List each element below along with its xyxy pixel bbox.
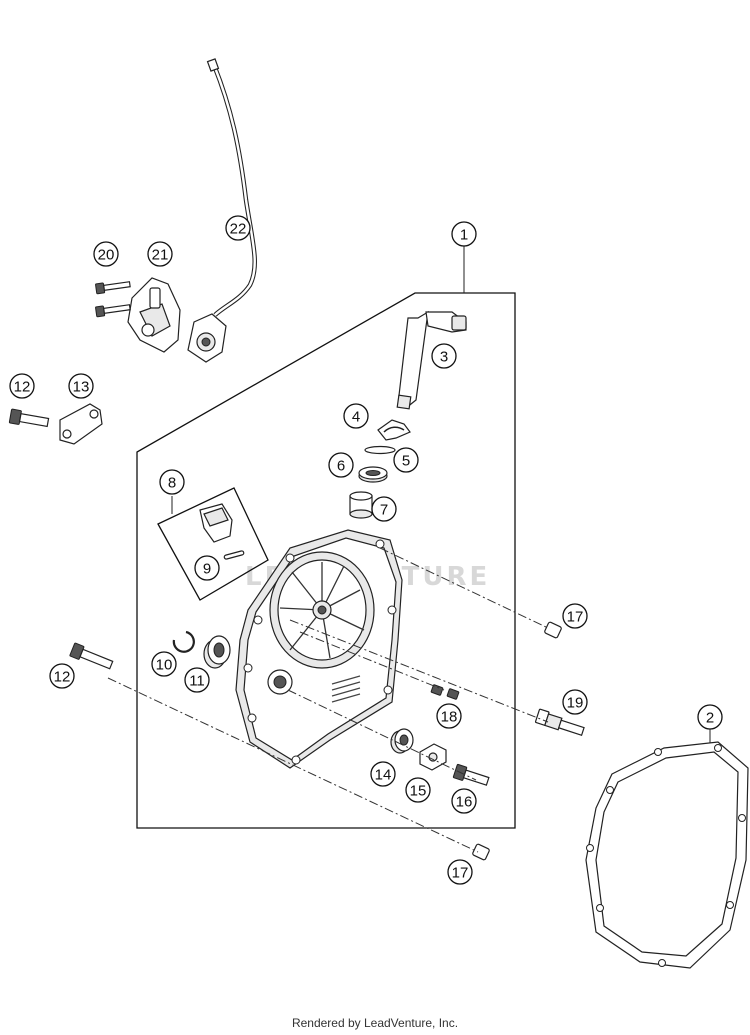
dowel-pin-lower	[472, 843, 490, 861]
callout-20: 20	[93, 241, 119, 267]
spring	[377, 419, 411, 441]
callout-5: 5	[393, 447, 419, 473]
washer	[364, 445, 396, 455]
callout-14: 14	[370, 761, 396, 787]
svg-text:13: 13	[73, 379, 90, 396]
callout-22: 22	[225, 215, 251, 241]
callout-2: 2	[697, 704, 723, 730]
callout-7: 7	[371, 496, 397, 522]
callout-11: 11	[184, 667, 210, 693]
svg-text:7: 7	[380, 502, 388, 519]
svg-text:18: 18	[441, 709, 458, 726]
sensor-unit	[187, 313, 227, 363]
callout-1: 1	[451, 221, 477, 247]
screw-pair	[95, 281, 131, 318]
callout-19: 19	[562, 689, 588, 715]
svg-text:1: 1	[460, 227, 468, 244]
callout-4: 4	[343, 403, 369, 429]
pin	[223, 550, 245, 560]
svg-text:20: 20	[98, 247, 115, 264]
svg-text:12: 12	[14, 379, 31, 396]
clutch-cover	[235, 529, 403, 769]
svg-text:17: 17	[567, 609, 584, 626]
shift-shaft	[396, 310, 467, 410]
svg-text:2: 2	[706, 710, 714, 727]
ring	[358, 466, 388, 483]
svg-text:12: 12	[54, 669, 71, 686]
footer-credit: Rendered by LeadVenture, Inc.	[291, 1016, 459, 1030]
oil-seal	[390, 728, 414, 754]
small-bolts	[430, 684, 460, 700]
svg-text:19: 19	[567, 695, 584, 712]
svg-text:4: 4	[352, 409, 360, 426]
bolt-upper	[8, 408, 50, 428]
svg-text:6: 6	[337, 458, 345, 475]
callout-15: 15	[405, 777, 431, 803]
svg-text:14: 14	[375, 767, 392, 784]
callout-8: 8	[159, 469, 185, 495]
assembly-frame	[136, 292, 516, 829]
callout-12-lower: 12	[49, 663, 75, 689]
callout-18: 18	[436, 703, 462, 729]
callout-16: 16	[451, 788, 477, 814]
svg-text:17: 17	[452, 865, 469, 882]
callout-12-upper: 12	[9, 373, 35, 399]
callout-10: 10	[151, 651, 177, 677]
svg-text:10: 10	[156, 657, 173, 674]
callout-13: 13	[68, 373, 94, 399]
cable-assembly	[206, 58, 257, 317]
svg-text:5: 5	[402, 453, 410, 470]
callout-9: 9	[194, 555, 220, 581]
dowel-pin-upper	[544, 621, 562, 639]
svg-text:3: 3	[440, 349, 448, 366]
gasket	[585, 741, 749, 969]
cap	[199, 503, 233, 543]
svg-text:8: 8	[168, 475, 176, 492]
callout-17-upper: 17	[562, 603, 588, 629]
svg-text:16: 16	[456, 794, 473, 811]
gasket-inner	[595, 751, 739, 957]
bracket	[127, 277, 181, 353]
callout-17-lower: 17	[447, 859, 473, 885]
lever	[59, 403, 103, 445]
bearing	[203, 635, 231, 669]
bolt-lower	[69, 642, 114, 670]
svg-text:15: 15	[410, 783, 427, 800]
svg-text:22: 22	[230, 221, 247, 238]
screw-16	[452, 763, 490, 786]
retaining-plate	[419, 743, 447, 771]
parts-diagram: LEADVENTURE	[8, 58, 749, 969]
screw-plug	[534, 708, 585, 736]
svg-text:21: 21	[152, 247, 169, 264]
callout-3: 3	[431, 343, 457, 369]
callout-21: 21	[147, 241, 173, 267]
assembly-lines	[107, 547, 549, 853]
circlip	[172, 630, 195, 653]
inset-frame	[157, 487, 269, 601]
gasket-holes	[586, 744, 746, 967]
bushing	[349, 491, 373, 519]
callout-6: 6	[328, 452, 354, 478]
svg-text:9: 9	[203, 561, 211, 578]
svg-text:11: 11	[189, 673, 205, 690]
